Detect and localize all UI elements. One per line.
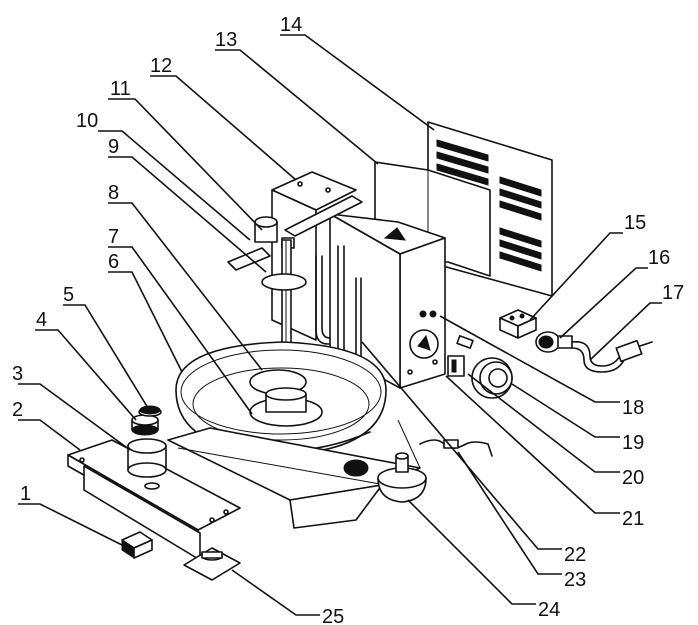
callout-4: 4 <box>36 309 47 331</box>
callout-24: 24 <box>538 599 560 621</box>
part-8-lower-disc <box>249 369 323 427</box>
callout-9: 9 <box>108 136 119 158</box>
part-3-motor <box>127 438 167 490</box>
callout-18: 18 <box>622 397 644 419</box>
callout-8: 8 <box>108 182 119 204</box>
part-19-knob <box>471 357 513 399</box>
part-18-indicator <box>456 335 474 349</box>
callout-10: 10 <box>76 110 98 132</box>
part-24-foot <box>377 452 427 503</box>
part-5-cap <box>138 405 162 417</box>
callout-11: 11 <box>110 78 131 100</box>
callout-1: 1 <box>20 483 31 505</box>
callout-2: 2 <box>12 399 23 421</box>
part-4-coupling <box>131 414 159 436</box>
callout-7: 7 <box>108 226 119 248</box>
part-1-switch <box>121 531 153 559</box>
callout-23: 23 <box>564 569 586 591</box>
callout-22: 22 <box>564 544 586 566</box>
part-20-switch-block <box>447 355 465 377</box>
callout-5: 5 <box>63 284 74 306</box>
callout-13: 13 <box>215 29 237 51</box>
part-16-socket <box>535 331 573 353</box>
part-25-plate <box>183 547 241 581</box>
callout-14: 14 <box>280 14 302 36</box>
callout-21: 21 <box>622 508 644 530</box>
base-frame <box>167 419 421 529</box>
callout-20: 20 <box>622 467 644 489</box>
callout-16: 16 <box>648 247 670 269</box>
callout-25: 25 <box>322 606 344 625</box>
callout-15: 15 <box>624 212 646 234</box>
part-21-control-plate <box>409 310 439 359</box>
part-22-wire-harness <box>419 439 493 457</box>
callout-17: 17 <box>662 282 684 304</box>
part-15-terminal-block <box>499 309 537 339</box>
callout-numbers: 1 2 3 4 5 6 7 8 9 10 11 12 13 14 15 16 1… <box>12 14 684 625</box>
callout-12: 12 <box>150 55 172 77</box>
part-23-knob <box>343 459 369 477</box>
callout-3: 3 <box>12 363 23 385</box>
callout-19: 19 <box>622 432 644 454</box>
callout-leaders <box>18 34 662 616</box>
callout-6: 6 <box>108 251 119 273</box>
part-11-top-arm <box>227 195 363 271</box>
part-17-power-cord <box>571 339 653 373</box>
